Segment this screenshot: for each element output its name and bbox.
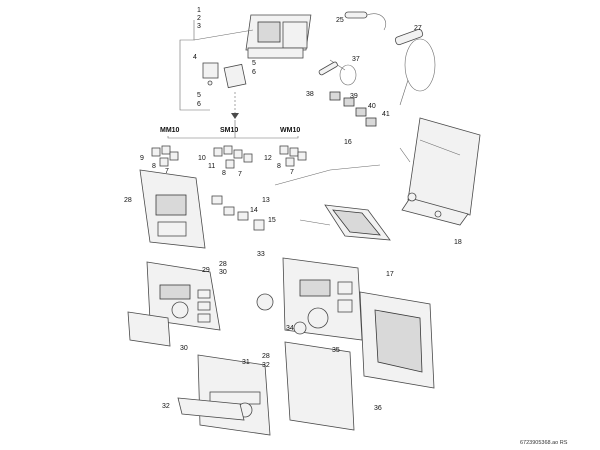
callout-33: 33 xyxy=(257,251,265,258)
callout-7: 7 xyxy=(165,168,169,175)
door-36 xyxy=(284,291,435,431)
mounting-plate xyxy=(139,169,206,249)
base-module-assembly xyxy=(179,14,312,111)
callout-37: 37 xyxy=(352,56,360,63)
callout-31: 31 xyxy=(242,359,250,366)
cover-32 xyxy=(177,397,245,421)
small-plate-part xyxy=(202,62,247,89)
callout-40: 40 xyxy=(368,103,376,110)
sensor-parts xyxy=(318,11,436,127)
callout-18: 18 xyxy=(454,239,462,246)
wm10-connectors xyxy=(279,145,307,167)
callout-6b: 6 xyxy=(197,101,201,108)
small-connectors-13-15 xyxy=(211,195,265,231)
sm10-connectors xyxy=(213,145,253,169)
callout-2: 2 xyxy=(197,15,201,22)
controller-module-33 xyxy=(282,257,363,341)
callout-29: 29 xyxy=(202,267,210,274)
callout-34: 34 xyxy=(286,325,294,332)
callout-25: 25 xyxy=(336,17,344,24)
callout-30: 30 xyxy=(219,269,227,276)
callout-28b: 28 xyxy=(219,261,227,268)
callout-9: 9 xyxy=(140,155,144,162)
document-id: 6723905368.ao RS xyxy=(520,440,568,446)
callout-5b: 5 xyxy=(197,92,201,99)
callout-16: 16 xyxy=(344,139,352,146)
callout-15: 15 xyxy=(268,217,276,224)
group-label-wm10: WM10 xyxy=(280,127,300,134)
cover-30 xyxy=(127,311,171,347)
callout-6: 6 xyxy=(252,69,256,76)
callout-5: 5 xyxy=(252,60,256,67)
callout-8: 8 xyxy=(152,163,156,170)
callout-14: 14 xyxy=(250,207,258,214)
cover-tray xyxy=(324,204,391,241)
callout-labels: 1 2 3 4 5 6 5 6 9 8 7 10 11 8 7 12 8 7 1… xyxy=(124,7,462,412)
callout-28: 28 xyxy=(124,197,132,204)
callout-8c: 8 xyxy=(277,163,281,170)
callout-32b: 32 xyxy=(162,403,170,410)
callout-4: 4 xyxy=(193,54,197,61)
callout-38: 38 xyxy=(306,91,314,98)
knob-34 xyxy=(256,293,307,335)
callout-36: 36 xyxy=(374,405,382,412)
callout-35: 35 xyxy=(332,347,340,354)
wall-housing xyxy=(399,117,481,226)
callout-27: 27 xyxy=(414,25,422,32)
callout-1: 1 xyxy=(197,7,201,14)
callout-12: 12 xyxy=(264,155,272,162)
callout-17: 17 xyxy=(386,271,394,278)
callout-41: 41 xyxy=(382,111,390,118)
mm10-connectors xyxy=(151,145,179,167)
callout-3: 3 xyxy=(197,23,201,30)
callout-7b: 7 xyxy=(238,171,242,178)
controller-module-29 xyxy=(146,261,221,331)
callout-32: 32 xyxy=(262,362,270,369)
callout-39: 39 xyxy=(350,93,358,100)
group-label-sm10: SM10 xyxy=(220,127,238,134)
callout-11: 11 xyxy=(208,163,215,170)
group-label-mm10: MM10 xyxy=(160,127,180,134)
callout-7c: 7 xyxy=(290,169,294,176)
callout-13: 13 xyxy=(262,197,270,204)
controller-module-31 xyxy=(197,354,271,436)
callout-30b: 30 xyxy=(180,345,188,352)
callout-8b: 8 xyxy=(222,170,226,177)
arrow-down-icon xyxy=(231,113,239,119)
callout-10: 10 xyxy=(198,155,206,162)
callout-28c: 28 xyxy=(262,353,270,360)
